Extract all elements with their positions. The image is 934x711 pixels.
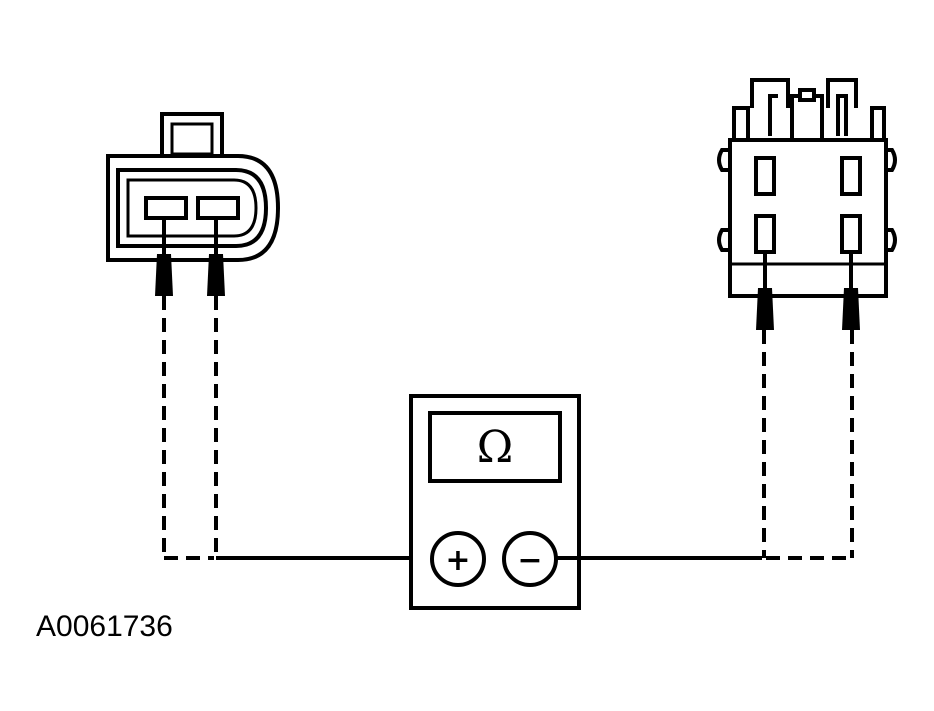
left-connector-shroud bbox=[116, 168, 269, 248]
right-component-ear-left-bottom bbox=[717, 228, 732, 252]
right-component-slot-2 bbox=[840, 156, 862, 196]
right-component bbox=[717, 78, 897, 330]
right-component-upper-housing bbox=[732, 106, 886, 140]
right-component-center-stud bbox=[790, 94, 824, 142]
right-component-top-terminal-right bbox=[826, 78, 858, 136]
negative-terminal-label: − bbox=[517, 543, 542, 578]
right-component-center-stud-cap bbox=[798, 88, 816, 102]
left-probe-2-tip bbox=[207, 254, 225, 296]
left-connector bbox=[106, 112, 281, 296]
right-component-ear-right-top bbox=[884, 148, 897, 172]
left-connector-pin-2 bbox=[196, 196, 240, 220]
left-probe-1-tip bbox=[155, 254, 173, 296]
right-probe-1-tip bbox=[756, 288, 774, 330]
right-component-top-terminal-left bbox=[750, 78, 790, 136]
right-component-ear-right-bottom bbox=[884, 228, 897, 252]
ohmmeter-display-symbol: Ω bbox=[477, 422, 513, 473]
right-component-slot-3 bbox=[754, 214, 776, 254]
positive-terminal-label: + bbox=[445, 543, 470, 578]
left-connector-body bbox=[106, 154, 281, 262]
right-component-slot-4 bbox=[840, 214, 862, 254]
left-connector-pin-1 bbox=[144, 196, 188, 220]
figure-id: A0061736 bbox=[36, 610, 173, 643]
right-component-body bbox=[728, 138, 888, 298]
right-probe-leads bbox=[762, 330, 854, 560]
right-probe-2-tip bbox=[842, 288, 860, 330]
positive-terminal bbox=[430, 531, 486, 587]
left-probe-leads bbox=[162, 296, 218, 560]
ohmmeter-display bbox=[428, 411, 562, 483]
left-connector-inner-face bbox=[126, 178, 258, 238]
right-component-slot-1 bbox=[754, 156, 776, 196]
ohmmeter: Ω + − bbox=[409, 394, 581, 610]
right-component-ear-left-top bbox=[717, 148, 732, 172]
